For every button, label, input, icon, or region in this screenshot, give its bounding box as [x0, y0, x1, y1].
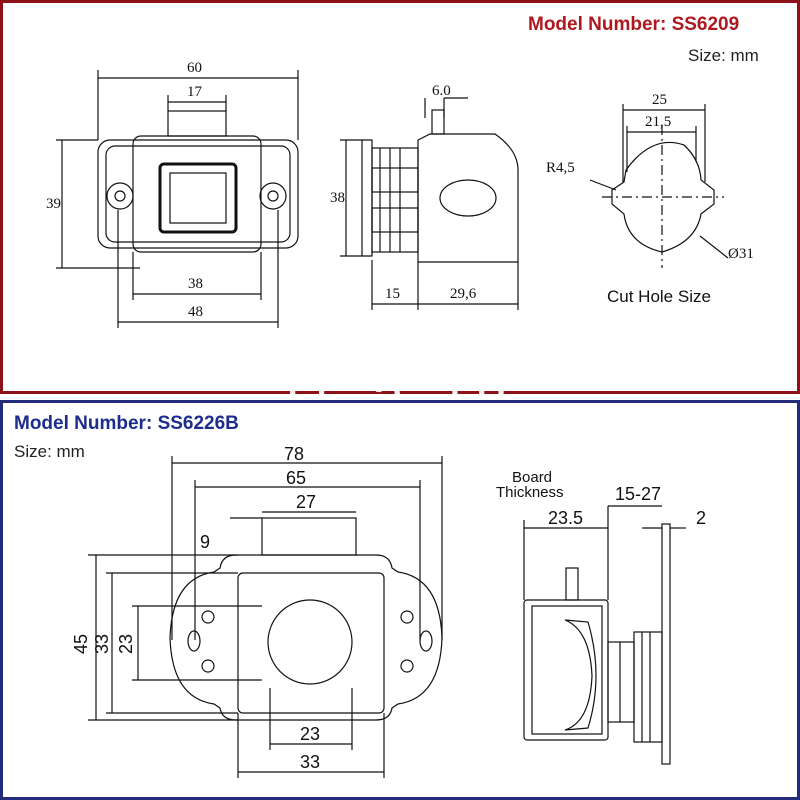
top-side-plate	[361, 139, 373, 257]
top-side-oval	[439, 179, 497, 217]
top-dim-15: 15	[385, 286, 400, 302]
top-front-body	[132, 135, 262, 253]
top-drawing: 60 17 39 38 48 6.0 38 15 29,6 25 21,5 R4…	[46, 60, 754, 328]
top-front-flange	[97, 139, 299, 249]
top-dim-29-6: 29,6	[450, 286, 477, 302]
top-dim-6: 6.0	[432, 83, 451, 99]
top-size-unit: Size: mm	[688, 46, 759, 65]
top-dim-r4-5: R4,5	[546, 160, 575, 176]
bottom-model-title: Model Number: SS6226B	[14, 413, 239, 435]
top-dim-48: 48	[188, 304, 203, 320]
top-model-title: Model Number: SS6209	[528, 14, 739, 36]
bottom-size-unit: Size: mm	[14, 442, 85, 461]
top-right-hole	[259, 182, 287, 210]
top-left-hole	[106, 182, 134, 210]
top-cut-hole-shape	[611, 141, 715, 253]
bottom-panel	[0, 400, 800, 800]
top-side-housing	[417, 133, 519, 263]
top-model-prefix: Model Number:	[528, 14, 672, 35]
top-model-number: SS6209	[671, 14, 740, 35]
top-dim-17: 17	[187, 84, 203, 100]
top-dim-38: 38	[188, 276, 203, 292]
top-side-body	[371, 147, 419, 253]
bottom-model-prefix: Model Number:	[14, 413, 158, 434]
top-cut-hole-label: Cut Hole Size	[607, 287, 711, 306]
top-dim-25: 25	[652, 92, 667, 108]
bottom-model-number: SS6226B	[157, 413, 239, 434]
top-front-button	[158, 162, 238, 234]
top-dim-60: 60	[187, 60, 202, 76]
top-dim-21-5: 21,5	[645, 114, 671, 130]
top-dim-38-side: 38	[330, 190, 345, 206]
top-front-tab	[167, 110, 227, 137]
top-dim-d31: Ø31	[728, 246, 754, 262]
top-dim-39: 39	[46, 196, 61, 212]
